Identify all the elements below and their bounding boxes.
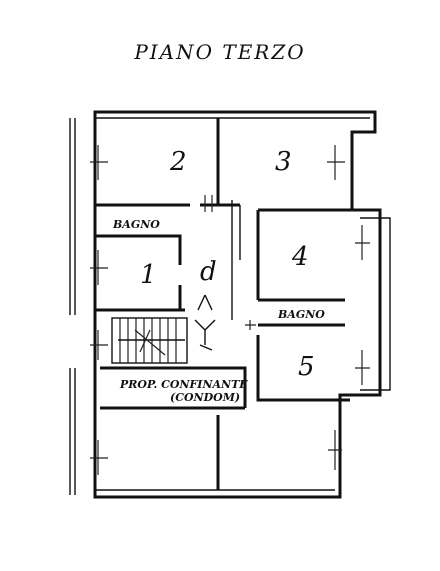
condo-label-line1: PROP. CONFINANTE — [119, 378, 248, 391]
room-3-label: 3 — [275, 147, 292, 177]
room-1-label: 1 — [140, 260, 157, 290]
bagno-right-label: BAGNO — [277, 308, 325, 321]
hall-label: d — [200, 257, 217, 287]
plan-title: PIANO TERZO — [134, 40, 306, 64]
room-2-label: 2 — [169, 147, 187, 177]
hall-symbol — [194, 294, 216, 351]
radiators — [90, 145, 370, 475]
interior-walls — [95, 118, 352, 490]
condo-label-line2: (CONDOM) — [170, 391, 240, 404]
staircase — [111, 317, 188, 364]
bagno-top-label: BAGNO — [112, 218, 160, 231]
room-5-label: 5 — [298, 352, 315, 382]
outer-walls — [69, 110, 391, 499]
room-4-label: 4 — [291, 242, 309, 272]
